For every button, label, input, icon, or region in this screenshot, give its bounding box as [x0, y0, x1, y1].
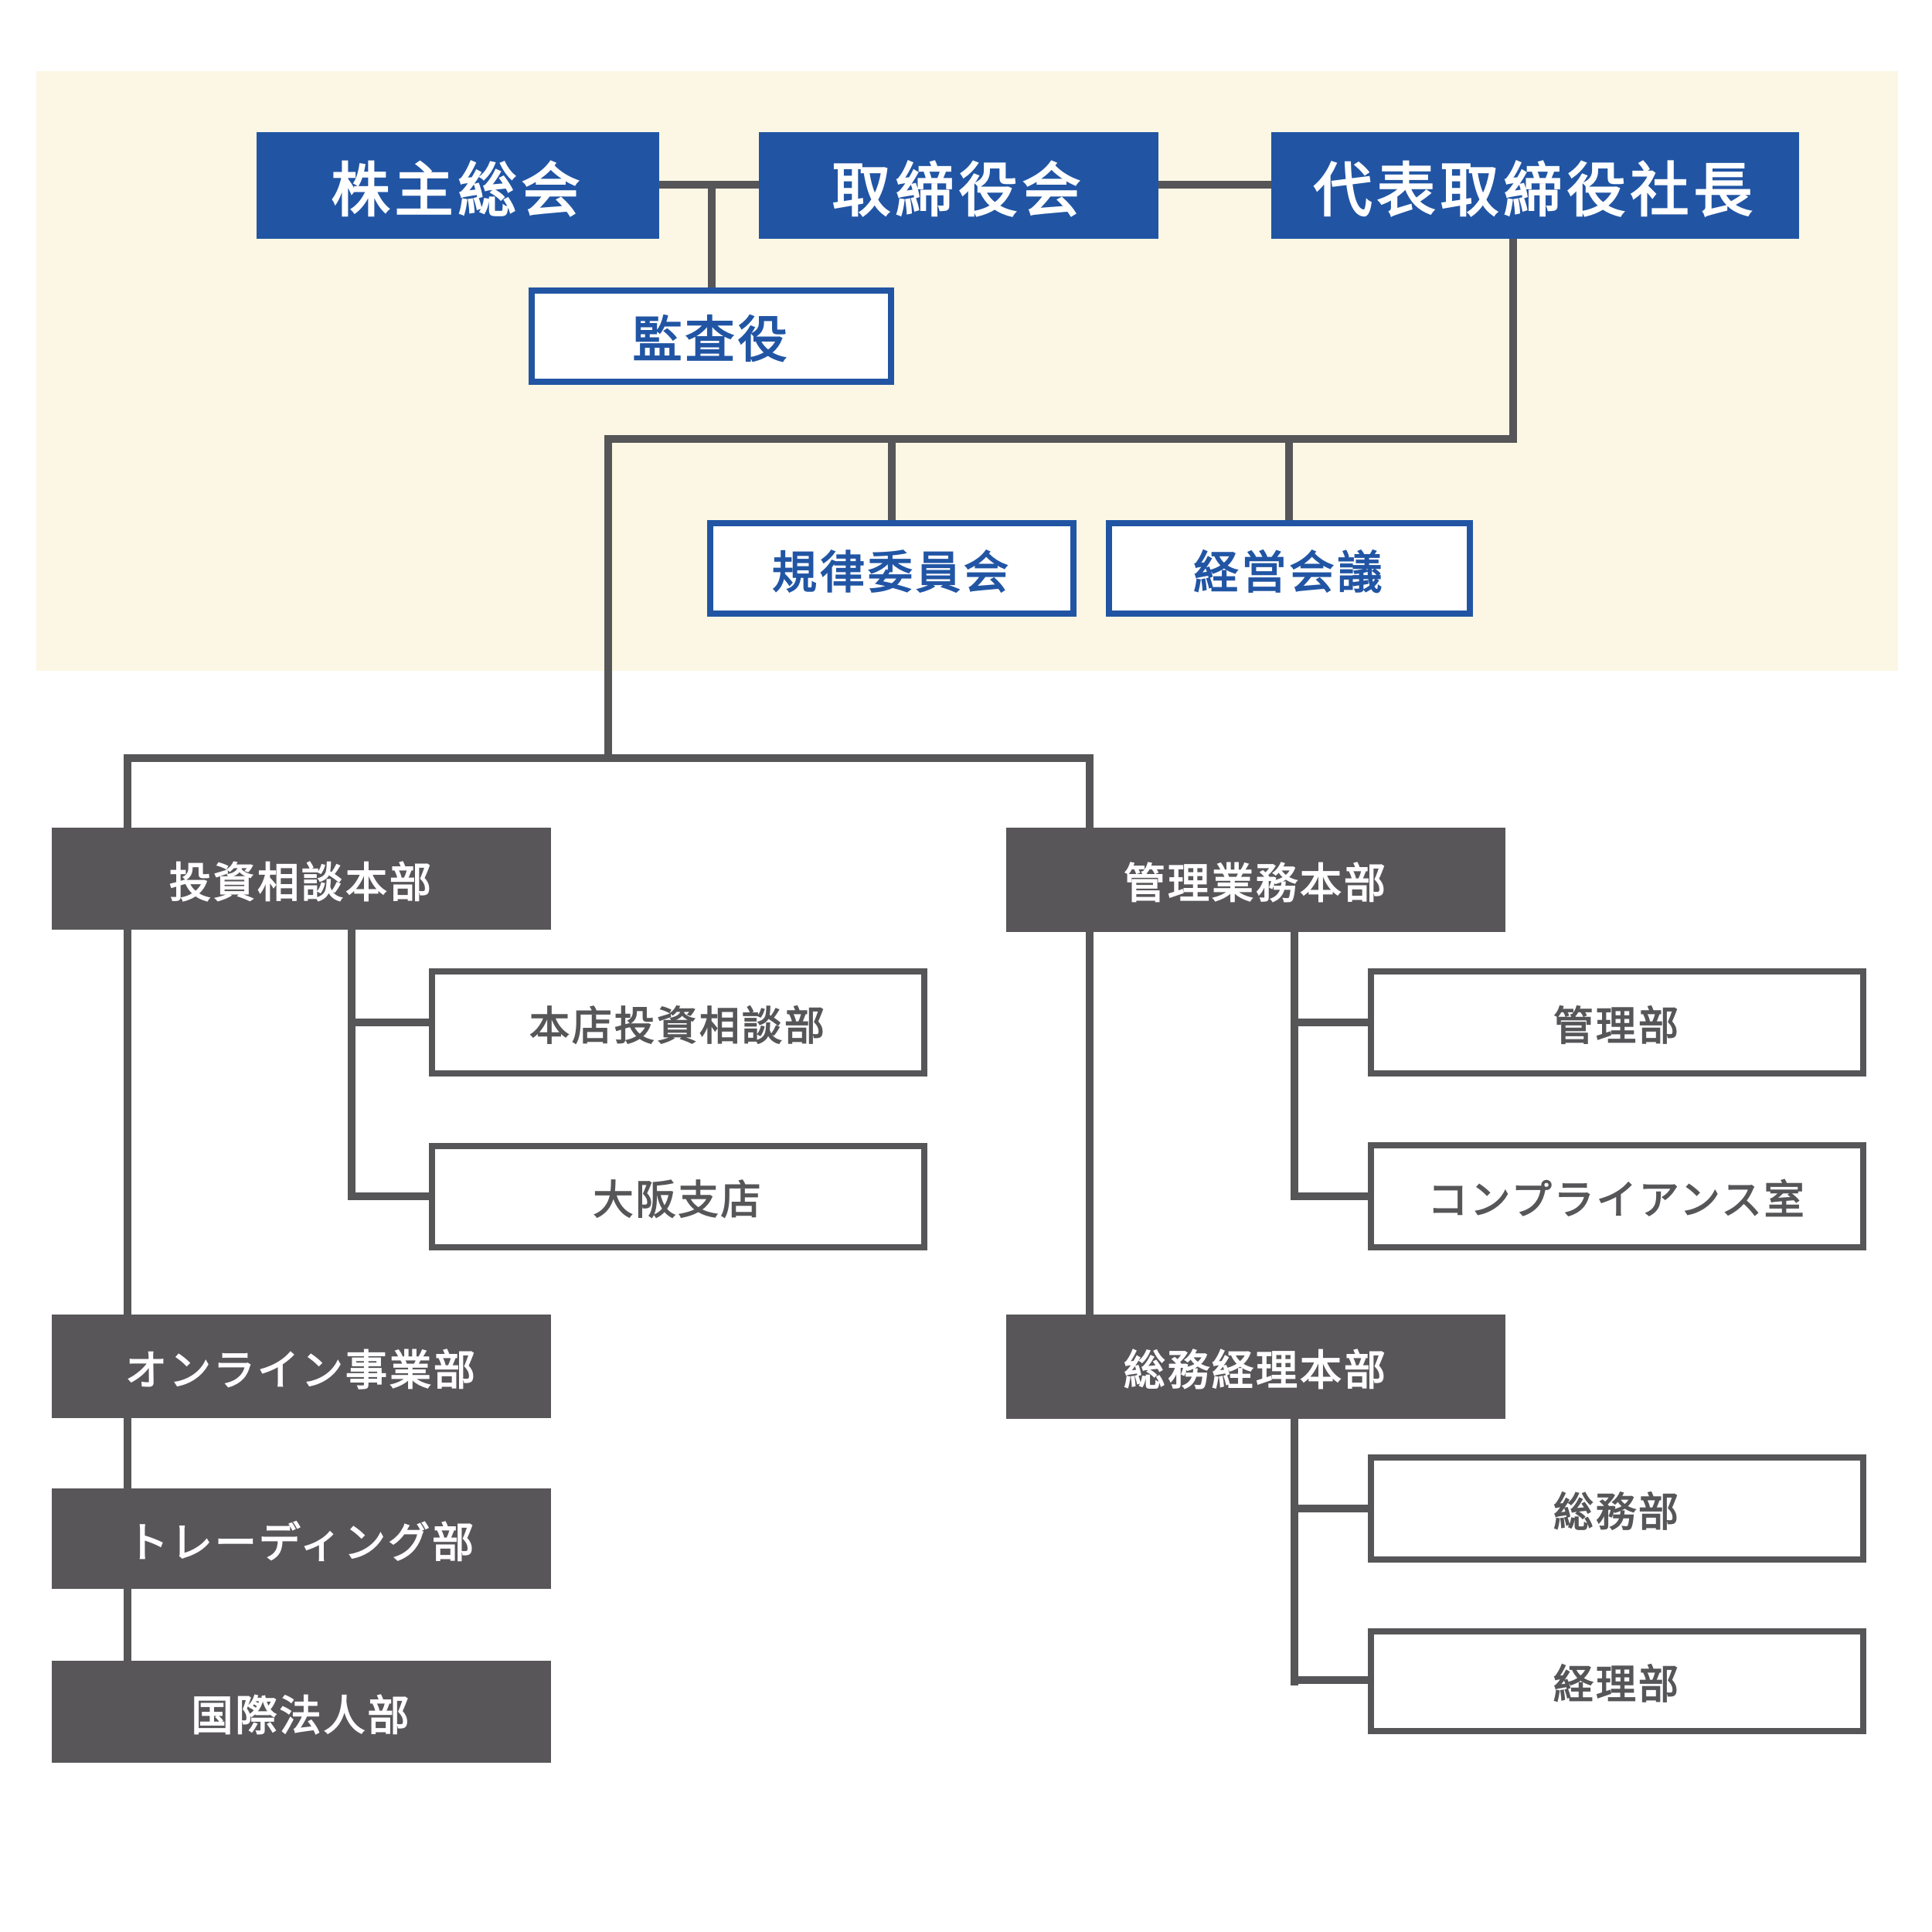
connector-line — [1291, 1019, 1372, 1026]
node-head-office-investment-dept: 本店投資相談部 — [429, 968, 927, 1077]
node-admin-operations-hq: 管理業務本部 — [1006, 828, 1505, 932]
connector-line — [1285, 439, 1293, 520]
connector-line — [348, 1192, 433, 1200]
node-label: 投資相談本部 — [169, 859, 434, 906]
node-label: 大阪支店 — [593, 1179, 764, 1223]
node-international-corporate-dept: 国際法人部 — [52, 1661, 551, 1763]
node-management-meeting: 経営会議 — [1106, 520, 1473, 617]
connector-line — [1291, 1505, 1372, 1512]
connector-line — [124, 754, 1094, 762]
node-label: 管理部 — [1553, 1004, 1681, 1049]
node-president: 代表取締役社長 — [1271, 132, 1799, 239]
node-online-business-dept: オンライン事業部 — [52, 1315, 551, 1418]
connector-line — [1291, 930, 1298, 1200]
connector-line — [348, 1019, 433, 1026]
node-label: 本店投資相談部 — [529, 1004, 827, 1049]
connector-line — [1509, 238, 1517, 443]
connector-line — [1158, 181, 1271, 189]
node-label: 監査役 — [632, 312, 791, 368]
node-compliance-office: コンプライアンス室 — [1368, 1142, 1866, 1250]
node-investment-consulting-hq: 投資相談本部 — [52, 828, 551, 930]
connector-line — [604, 435, 1517, 443]
node-label: 国際法人部 — [191, 1692, 412, 1740]
connector-line — [1291, 1419, 1298, 1685]
connector-line — [1291, 1192, 1372, 1200]
node-label: 管理業務本部 — [1124, 861, 1388, 907]
connector-line — [1291, 1676, 1372, 1684]
node-admin-dept: 管理部 — [1368, 968, 1866, 1077]
node-label: 代表取締役社長 — [1313, 158, 1757, 224]
node-general-affairs-accounting-hq: 総務経理本部 — [1006, 1315, 1505, 1419]
connector-line — [1086, 758, 1094, 1318]
connector-line — [888, 439, 896, 520]
node-label: トレーディング部 — [126, 1519, 477, 1566]
node-shareholders-meeting: 株主総会 — [257, 132, 659, 239]
node-label: 規律委員会 — [771, 547, 1012, 598]
node-board-of-directors: 取締役会 — [759, 132, 1158, 239]
node-label: 取締役会 — [832, 158, 1086, 224]
node-osaka-branch: 大阪支店 — [429, 1143, 927, 1250]
connector-line — [348, 930, 355, 1200]
node-discipline-committee: 規律委員会 — [707, 520, 1077, 617]
node-label: オンライン事業部 — [125, 1347, 478, 1394]
node-trading-dept: トレーディング部 — [52, 1488, 551, 1589]
node-label: コンプライアンス室 — [1427, 1178, 1807, 1223]
node-accounting-dept: 経理部 — [1368, 1628, 1866, 1734]
node-label: 株主総会 — [331, 158, 585, 224]
node-auditor: 監査役 — [529, 287, 894, 385]
node-label: 総務部 — [1553, 1490, 1681, 1536]
node-label: 総務経理本部 — [1124, 1348, 1388, 1394]
connector-line — [124, 758, 131, 1664]
node-label: 経理部 — [1553, 1663, 1681, 1708]
node-label: 経営会議 — [1193, 547, 1386, 598]
connector-line — [604, 439, 612, 762]
node-general-affairs-dept: 総務部 — [1368, 1454, 1866, 1563]
connector-line — [708, 185, 716, 287]
